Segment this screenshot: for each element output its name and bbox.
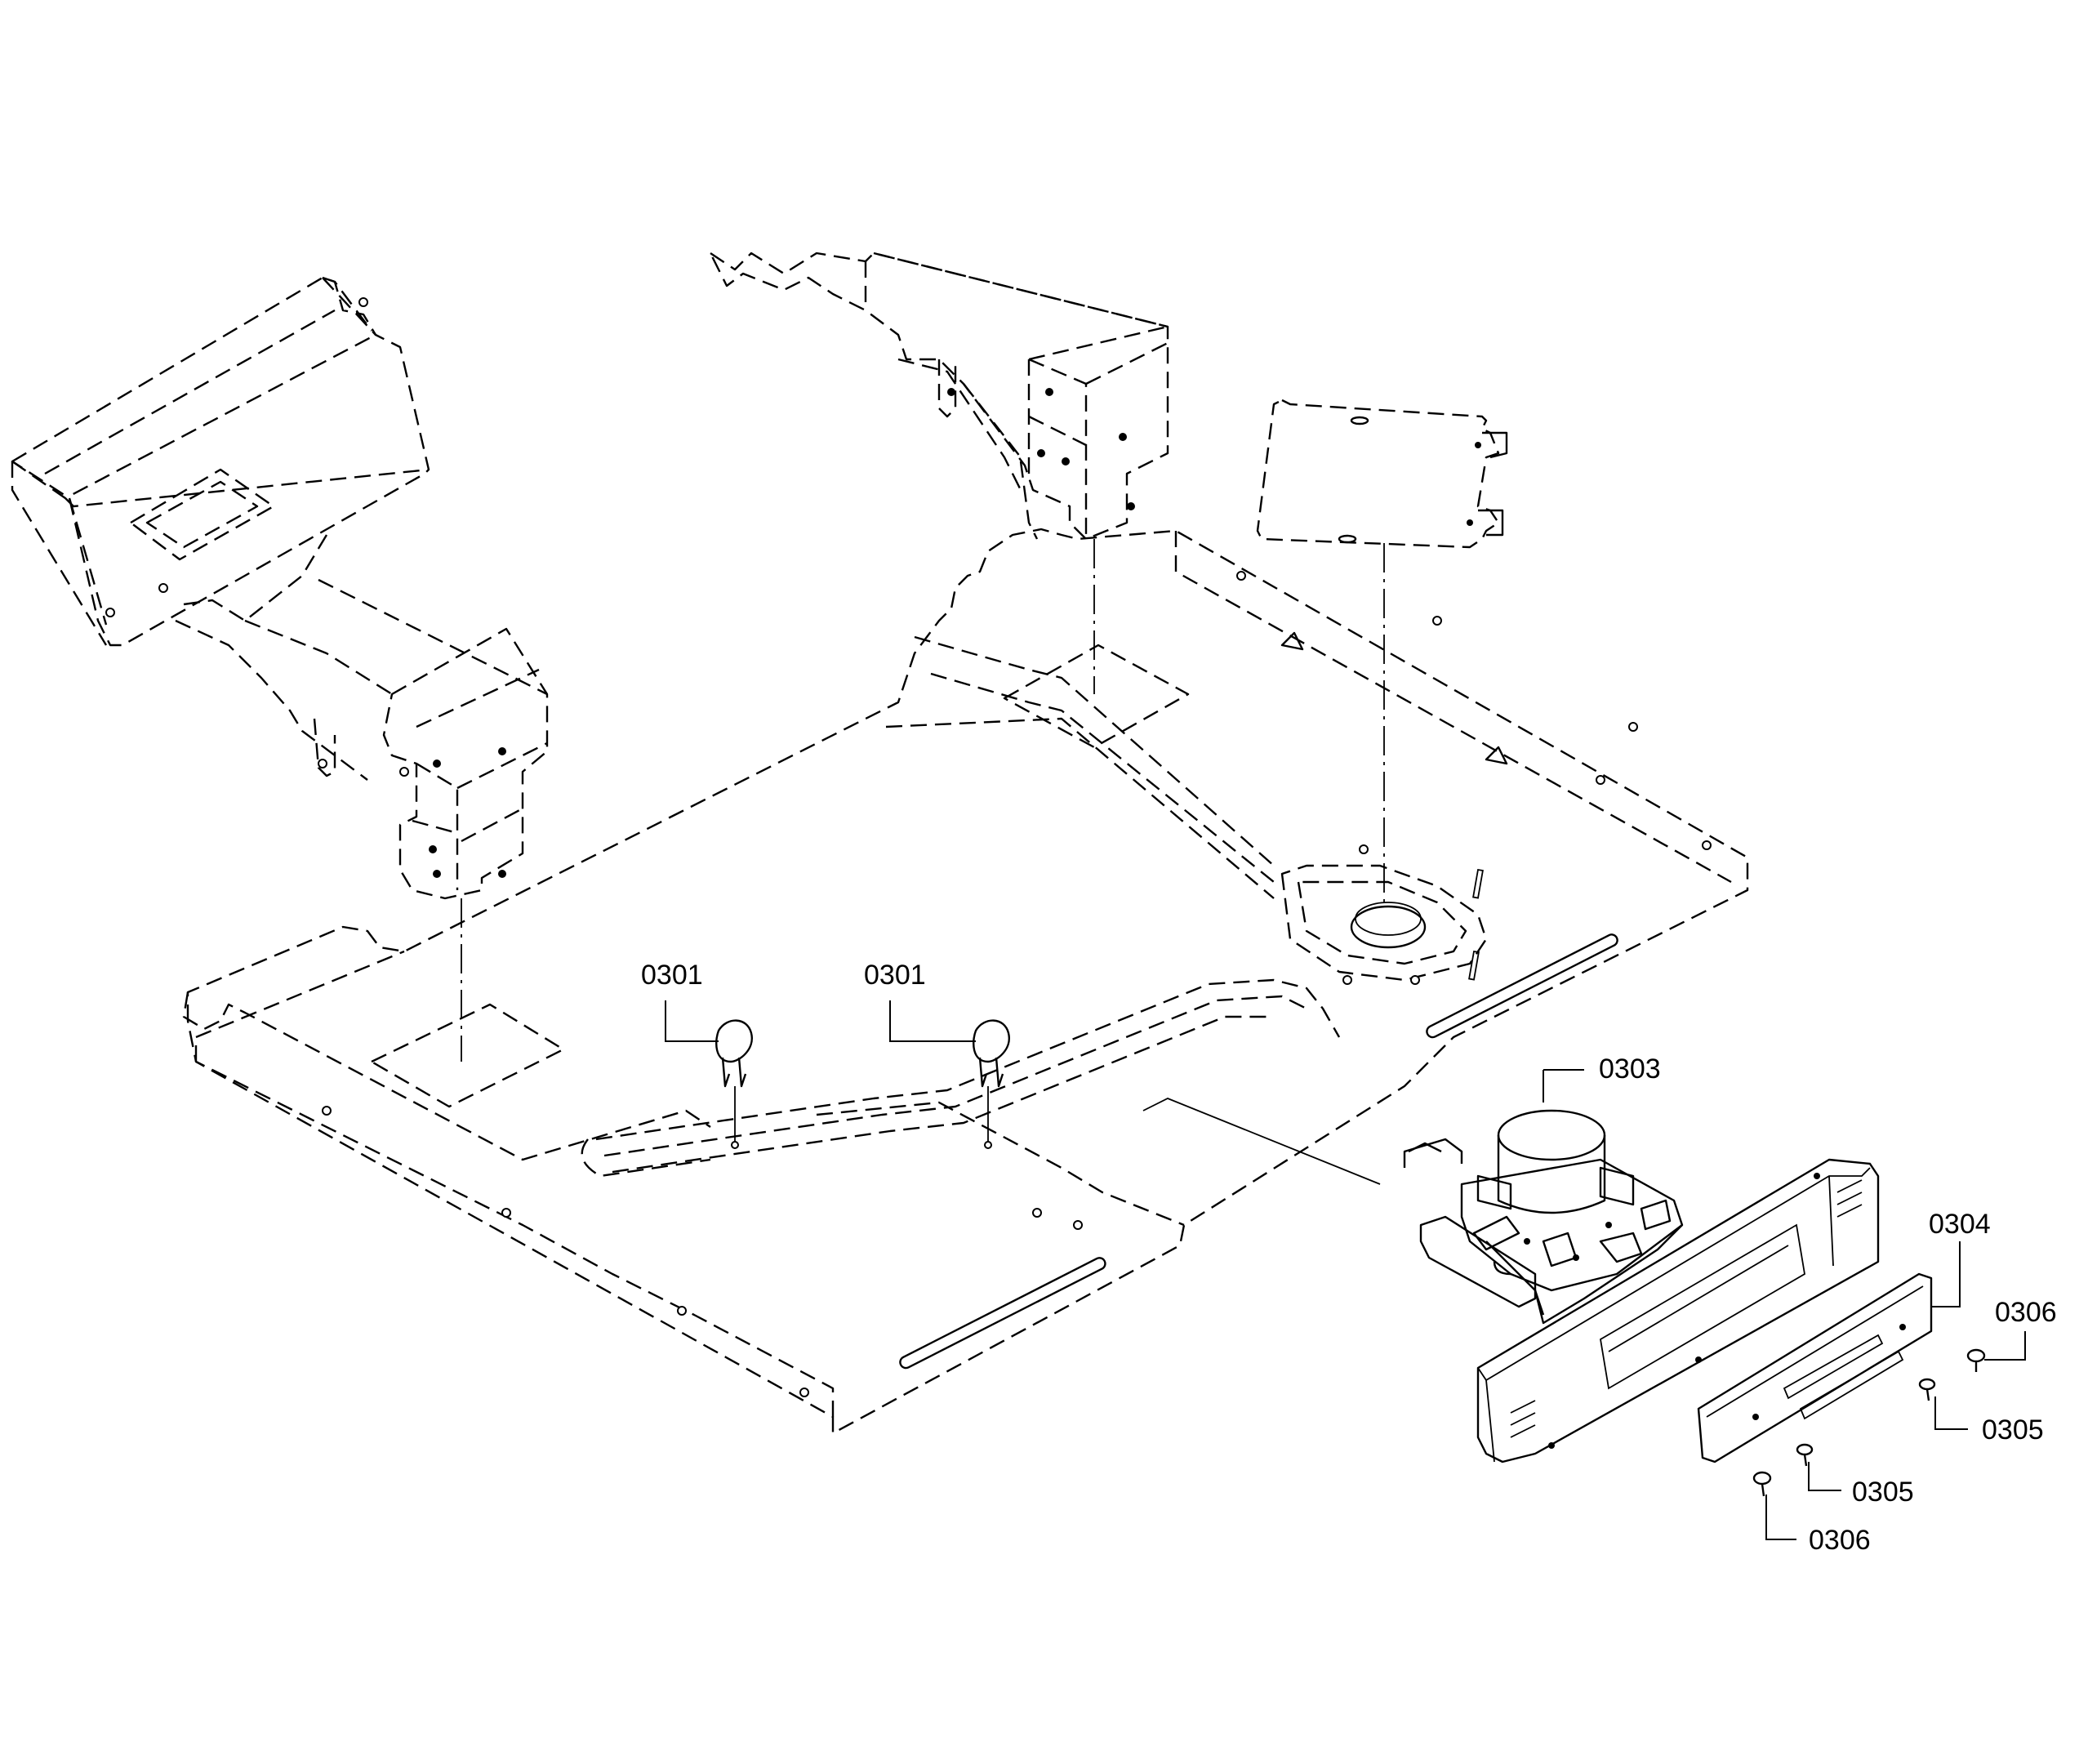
left-housing: [11, 276, 549, 1062]
callout-0305-right: 0305: [1982, 1414, 2044, 1446]
callout-0305-left: 0305: [1852, 1477, 1914, 1508]
callout-labels: 0301 0301 0303 0304 0306 0305 0305 0306: [641, 960, 2057, 1556]
callout-0303: 0303: [1599, 1054, 1661, 1085]
clip-0301-left: [715, 1019, 753, 1149]
front-bracket: [1476, 1158, 1880, 1463]
rear-housing: [709, 252, 1169, 694]
callout-0306-right: 0306: [1995, 1297, 2057, 1328]
clip-0301-right: [973, 1019, 1010, 1149]
trim-panel-0304: [1697, 1272, 1933, 1463]
motor-cover-plate: [1256, 399, 1508, 906]
screw-0305-left: [1796, 1443, 1814, 1467]
callout-0301-right: 0301: [864, 960, 926, 991]
screw-0306-right: [1966, 1348, 1986, 1372]
motor-assembly-0303: [1142, 1098, 1684, 1325]
callout-0306-left: 0306: [1809, 1525, 1871, 1556]
callout-0301-left: 0301: [641, 960, 703, 991]
leader-lines: [665, 1000, 2026, 1540]
screw-0305-right: [1918, 1378, 1936, 1401]
base-pan: [182, 528, 1749, 1435]
screw-0306-left: [1752, 1471, 1772, 1497]
callout-0304: 0304: [1929, 1209, 1991, 1240]
